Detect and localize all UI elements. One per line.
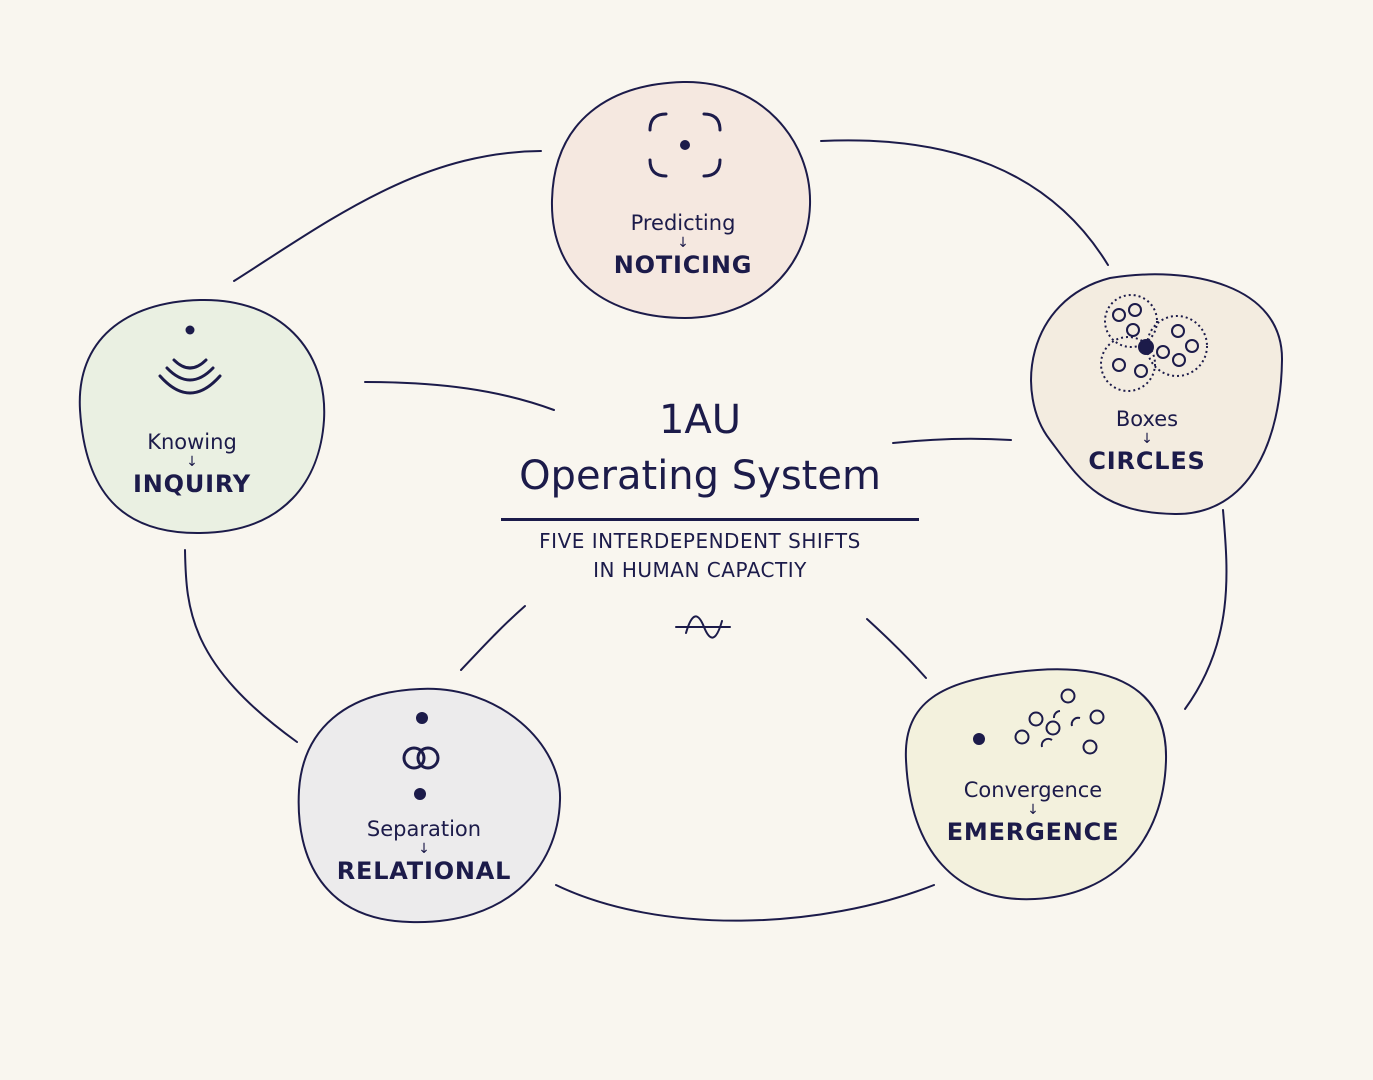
shift-arrow: ↓: [1027, 802, 1039, 818]
blob-relational: [297, 687, 562, 924]
shift-from-label: Knowing: [147, 430, 237, 454]
title-divider: [501, 518, 919, 521]
shift-arrow: ↓: [418, 841, 430, 857]
connector-emergence-relational: [555, 884, 935, 922]
shift-emergence: Convergence ↓ EMERGENCE: [913, 777, 1153, 847]
connector-inner-relational: [460, 605, 526, 671]
shift-relational: Separation ↓ RELATIONAL: [304, 816, 544, 886]
connector-inner-inquiry: [364, 381, 555, 411]
blob-emergence: [904, 668, 1168, 901]
connector-inquiry-noticing: [233, 150, 542, 282]
title-line-1: 1AU: [658, 397, 742, 443]
squiggle-icon: [675, 615, 731, 639]
shift-to-label: CIRCLES: [1088, 447, 1206, 475]
scattered-dots-icon: [973, 688, 1105, 755]
shift-arrow: ↓: [1141, 431, 1153, 447]
connector-circles-emergence: [1184, 509, 1228, 710]
connector-relational-inquiry: [184, 549, 298, 743]
subtitle-line-2: IN HUMAN CAPACTIY: [593, 558, 807, 582]
focus-dot-icon: [648, 112, 722, 178]
blob-circles: [1030, 273, 1284, 516]
shift-to-label: NOTICING: [613, 251, 753, 279]
shift-from-label: Separation: [366, 817, 482, 841]
shift-to-label: RELATIONAL: [336, 857, 512, 885]
blob-inquiry: [78, 298, 326, 535]
connector-inner-emergence: [866, 618, 927, 679]
linked-rings-icon: [402, 712, 440, 800]
title-line-2: Operating System: [519, 453, 881, 499]
shift-to-label: INQUIRY: [133, 470, 251, 498]
shift-from-label: Predicting: [630, 211, 736, 235]
shift-inquiry: Knowing ↓ INQUIRY: [72, 429, 312, 499]
shift-arrow: ↓: [677, 235, 689, 251]
connector-inner-circles: [892, 437, 1012, 444]
waves-icon: [158, 325, 222, 395]
blob-noticing: [550, 80, 812, 320]
shift-from-label: Boxes: [1115, 407, 1179, 431]
shift-to-label: EMERGENCE: [946, 818, 1120, 846]
shift-arrow: ↓: [186, 454, 198, 470]
subtitle-line-1: FIVE INTERDEPENDENT SHIFTS: [539, 529, 861, 553]
shift-noticing: Predicting ↓ NOTICING: [563, 210, 803, 280]
shift-circles: Boxes ↓ CIRCLES: [1027, 406, 1267, 476]
overlapping-circles-icon: [1100, 294, 1208, 392]
shift-from-label: Convergence: [963, 778, 1103, 802]
connector-noticing-circles: [820, 139, 1109, 266]
